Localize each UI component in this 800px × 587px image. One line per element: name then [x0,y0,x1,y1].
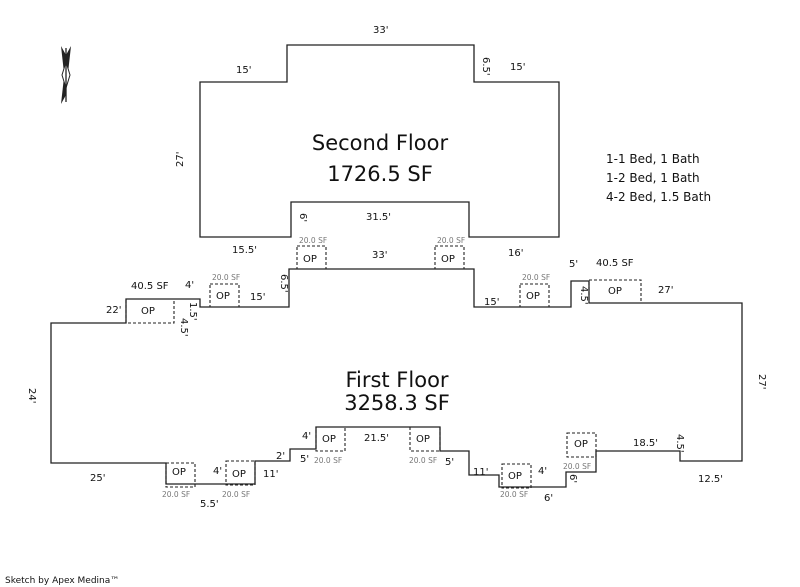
unit-legend-item: 1-1 Bed, 1 Bath [606,152,700,166]
opening-areas: 20.0 SF 20.0 SF 20.0 SF 20.0 SF 40.5 SF … [131,236,634,499]
dimension-label: 11' [473,467,488,478]
north-arrow-icon [61,46,71,104]
dimension-label: 33' [372,250,387,261]
second-floor-outline [199,44,560,238]
dimension-label: 12.5' [698,474,723,485]
dimension-label: 6' [297,213,308,222]
opening-4 [519,283,550,308]
opening-area: 20.0 SF [212,273,240,282]
dimension-label: 2' [276,451,285,462]
dimension-label: 5' [445,457,454,468]
opening-2 [434,245,465,270]
first-floor-outline [50,268,743,488]
dimension-label: 6.5' [278,274,289,293]
second-floor-dimensions: 33' 15' 15' 6.5' 27' 15.5' 6' 31.5' 16' [175,25,525,259]
opening-label: OP [141,306,155,317]
opening-8 [409,426,441,452]
first-floor-area: 3258.3 SF [344,391,450,415]
dimension-label: 4.5' [674,434,685,453]
dimension-label: 22' [106,305,121,316]
dimension-label: 24' [26,388,37,403]
opening-area: 20.0 SF [522,273,550,282]
dimension-label: 15' [236,65,251,76]
dimension-label: 4' [538,466,547,477]
opening-markers [125,245,642,489]
opening-label: OP [232,469,246,480]
dimension-label: 4.5' [578,286,589,305]
opening-6 [588,279,642,304]
opening-area: 20.0 SF [409,456,437,465]
opening-label: OP [574,439,588,450]
opening-label: OP [216,291,230,302]
dimension-label: 25' [90,473,105,484]
dimension-label: 4' [185,280,194,291]
dimension-label: 15' [484,297,499,308]
dimension-label: 21.5' [364,433,389,444]
dimension-label: 6.5' [480,57,491,76]
opening-label: OP [416,434,430,445]
dimension-label: 1.5' [187,302,198,321]
unit-legend-item: 1-2 Bed, 1 Bath [606,171,700,185]
opening-label: OP [608,286,622,297]
dimension-label: 27' [756,374,767,389]
dimension-label: 5' [569,259,578,270]
first-floor-dimensions: 33' 6.5' 15' 15' 4.5' 5' 27' 27' 4.5' 12… [26,250,767,510]
opening-area: 20.0 SF [437,236,465,245]
dimension-label: 15.5' [232,245,257,256]
dimension-label: 15' [510,62,525,73]
opening-5 [125,298,175,324]
opening-label: OP [441,254,455,265]
opening-label: OP [303,254,317,265]
dimension-label: 33' [373,25,388,36]
opening-area: 20.0 SF [162,490,190,499]
dimension-label: 31.5' [366,212,391,223]
dimension-label: 4' [213,466,222,477]
dimension-label: 4.5' [178,318,189,337]
dimension-label: 15' [250,292,265,303]
opening-10 [165,462,196,488]
opening-area: 20.0 SF [222,490,250,499]
dimension-label: 5' [300,454,309,465]
dimension-label: 16' [508,248,523,259]
first-floor-title: First Floor [345,368,448,392]
opening-labels: OP OP OP OP OP OP OP OP OP OP OP OP [141,254,622,482]
opening-7 [315,426,346,452]
second-floor-area: 1726.5 SF [327,162,433,186]
opening-area: 20.0 SF [563,462,591,471]
dimension-label: 27' [658,285,673,296]
opening-area: 20.0 SF [314,456,342,465]
dimension-label: 4' [302,431,311,442]
opening-3 [209,283,240,308]
dimension-label: 6' [567,474,578,483]
second-floor-title: Second Floor [312,131,449,155]
opening-area: 20.0 SF [299,236,327,245]
opening-12 [501,463,532,489]
opening-label: OP [508,471,522,482]
dimension-label: 11' [263,469,278,480]
dimension-label: 27' [175,152,186,167]
opening-label: OP [526,291,540,302]
dimension-label: 5.5' [200,499,219,510]
unit-legend-item: 4-2 Bed, 1.5 Bath [606,190,711,204]
opening-area: 20.0 SF [500,490,528,499]
dimension-label: 6' [544,493,553,504]
dimension-label: 18.5' [633,438,658,449]
opening-label: OP [322,434,336,445]
opening-label: OP [172,467,186,478]
opening-area: 40.5 SF [596,258,634,269]
sketch-credit: Sketch by Apex Medina™ [5,576,119,586]
opening-area: 40.5 SF [131,281,169,292]
opening-9 [566,432,597,458]
opening-1 [296,245,327,270]
opening-11 [225,460,256,486]
